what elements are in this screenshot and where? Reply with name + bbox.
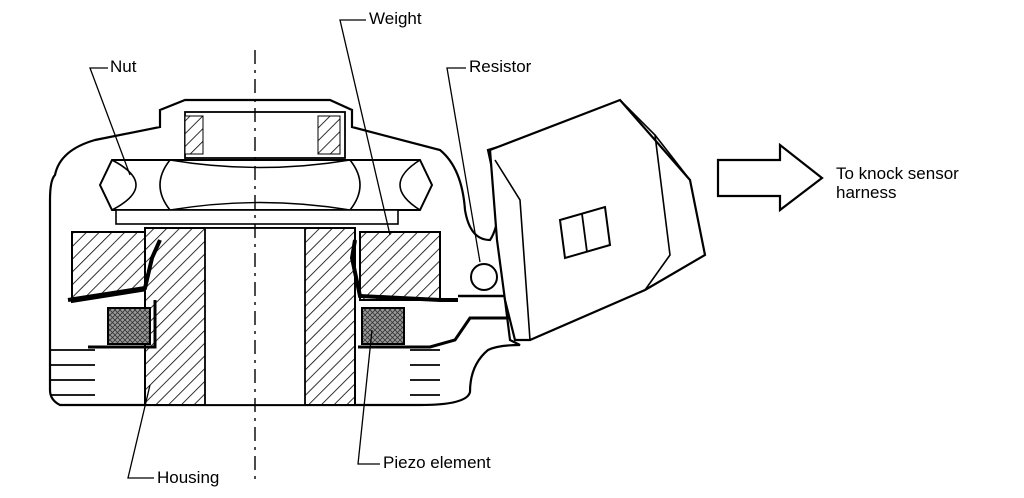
washer xyxy=(115,209,399,225)
top-stud-thread-right xyxy=(317,115,341,155)
electrode-left xyxy=(88,300,157,349)
connector xyxy=(488,98,707,342)
piezo-element-left xyxy=(107,307,151,345)
terminal-plate-left xyxy=(67,239,162,302)
leader-piezo xyxy=(357,329,380,465)
label-piezo-element: Piezo element xyxy=(383,453,491,472)
electrode-right xyxy=(358,316,510,349)
hex-nut xyxy=(98,159,434,211)
leader-nut xyxy=(89,67,131,176)
harness-arrow xyxy=(716,142,824,213)
bottom-threads xyxy=(50,349,440,396)
label-nut: Nut xyxy=(110,57,137,76)
piezo-element-right xyxy=(361,307,405,345)
leader-housing xyxy=(127,384,154,479)
top-stud-thread-left xyxy=(184,115,204,155)
leader-weight xyxy=(339,19,391,236)
label-housing: Housing xyxy=(157,468,220,487)
terminal-plate-right xyxy=(349,239,458,302)
weight-right xyxy=(359,231,441,301)
leader-resistor xyxy=(446,67,481,263)
label-harness-line1: To knock sensor xyxy=(836,164,959,183)
label-harness: To knock sensor harness xyxy=(836,164,959,202)
label-weight: Weight xyxy=(369,9,422,28)
resistor-element xyxy=(470,263,498,291)
leader-lines xyxy=(89,19,481,479)
label-resistor: Resistor xyxy=(469,57,532,76)
label-harness-line2: harness xyxy=(836,183,897,203)
